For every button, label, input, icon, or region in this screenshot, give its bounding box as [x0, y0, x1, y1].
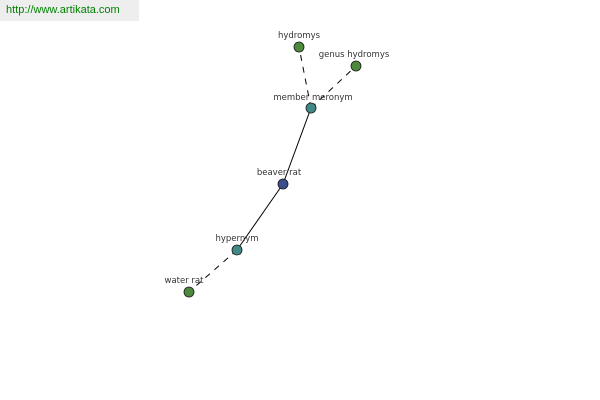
edge-hypernym-to-water-rat	[188, 249, 238, 293]
node-label-hypernym: hypernym	[215, 234, 258, 244]
site-url-link[interactable]: http://www.artikata.com	[0, 0, 139, 21]
node-water-rat[interactable]: water rat	[165, 276, 205, 298]
edge-member-meronym-to-genus-hydromys	[310, 65, 357, 109]
node-dot-genus-hydromys[interactable]	[350, 60, 362, 72]
edge-beaver-rat-to-hypernym	[236, 183, 284, 251]
edges-layer	[188, 46, 357, 293]
node-dot-water-rat[interactable]	[183, 286, 195, 298]
nodes-layer: hydromys genus hydromys member meronym beav…	[165, 31, 390, 298]
node-label-member-meronym: member meronym	[273, 93, 352, 103]
node-dot-hydromys[interactable]	[293, 41, 305, 53]
node-label-genus-hydromys: genus hydromys	[319, 50, 390, 60]
node-dot-hypernym[interactable]	[231, 244, 243, 256]
edge-member-meronym-to-hydromys	[298, 46, 312, 109]
node-dot-beaver-rat[interactable]	[277, 178, 289, 190]
node-label-beaver-rat: beaver rat	[257, 168, 302, 178]
node-member-meronym[interactable]: member meronym	[273, 93, 353, 114]
node-beaver-rat[interactable]: beaver rat	[257, 168, 302, 190]
node-genus-hydromys[interactable]: genus hydromys	[319, 50, 390, 72]
edge-beaver-rat-to-member-meronym	[282, 107, 312, 185]
node-hydromys[interactable]: hydromys	[278, 31, 321, 53]
node-label-hydromys: hydromys	[278, 31, 321, 41]
node-label-water-rat: water rat	[165, 276, 205, 286]
node-dot-member-meronym[interactable]	[305, 102, 317, 114]
node-hypernym[interactable]: hypernym	[215, 234, 259, 256]
